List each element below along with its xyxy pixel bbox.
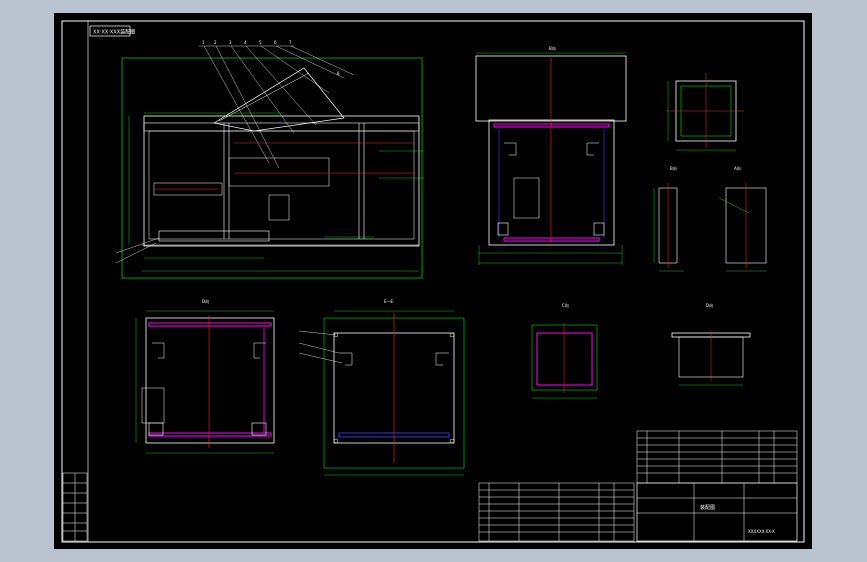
balloon-7: 7 xyxy=(289,40,292,45)
balloon-5: 5 xyxy=(259,40,262,45)
bottom-left-view: D向 xyxy=(135,298,275,454)
side-view-left: B向 xyxy=(653,165,684,272)
bottom-left-label: D向 xyxy=(202,298,209,304)
drawing-name: 装配图 xyxy=(700,504,715,511)
balloon-4: 4 xyxy=(244,40,247,45)
top-right-label: B向 xyxy=(549,45,556,51)
balloon-6: 6 xyxy=(274,40,277,45)
drawing-number: XXXXXX-XX-X xyxy=(748,529,775,534)
balloon-labels: 1 2 3 4 5 6 7 8 xyxy=(202,40,340,76)
cad-drawing: XX·XX·XXX装配图 xyxy=(61,20,805,543)
parts-list-bottom xyxy=(478,482,635,542)
inner-frame xyxy=(87,20,805,543)
bottom-right-label: D向 xyxy=(706,302,713,308)
side-right-label: A向 xyxy=(734,165,741,171)
bottom-small-label: C向 xyxy=(562,302,569,308)
parts-list-right xyxy=(636,430,798,484)
bottom-small-view: C向 xyxy=(531,302,598,399)
main-front-view xyxy=(115,45,424,279)
title-block: 装配图 XXXXXX-XX-X xyxy=(636,482,798,542)
drawing-sheet: XX·XX·XXX装配图 xyxy=(54,13,812,549)
top-right-view xyxy=(475,52,627,265)
title-box-text: XX·XX·XXX装配图 xyxy=(93,29,135,36)
bottom-mid-label: E—E xyxy=(384,299,394,304)
balloon-8: 8 xyxy=(337,71,340,76)
balloon-2: 2 xyxy=(214,40,217,45)
left-margin-table xyxy=(62,472,88,542)
bottom-right-view: D向 xyxy=(671,302,751,386)
small-square-view xyxy=(666,73,744,151)
title-box: XX·XX·XXX装配图 xyxy=(89,25,135,37)
outer-frame xyxy=(61,20,805,543)
side-left-label: B向 xyxy=(670,165,677,171)
balloon-3: 3 xyxy=(229,40,232,45)
bottom-middle-view: E—E xyxy=(298,299,465,476)
balloon-1: 1 xyxy=(202,40,205,45)
side-view-right: A向 xyxy=(718,165,767,272)
